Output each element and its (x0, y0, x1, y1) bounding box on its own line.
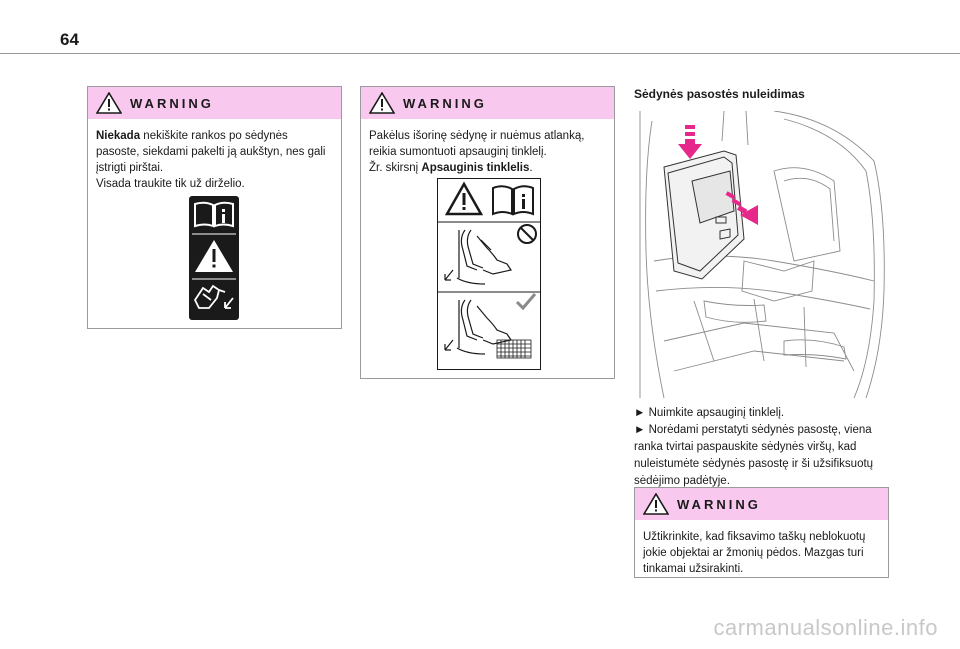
instruction-step-1: ► Nuimkite apsauginį tinklelį. (634, 407, 785, 419)
warning-title: WARNING (403, 95, 487, 111)
pictogram-safety-net (437, 178, 541, 370)
warning-triangle-icon (444, 181, 484, 216)
folded-seat-cushion (663, 150, 745, 280)
warning-triangle-icon (195, 240, 233, 272)
warning-box-finger-trap: WARNING Niekada nekiškite rankos po sėdy… (87, 86, 342, 329)
warning-triangle-icon (96, 92, 122, 114)
manual-book-icon (492, 185, 534, 216)
warning-header: WARNING (88, 87, 341, 119)
warning-text: Pakėlus išorinę sėdynę ir nuėmus atlanką… (361, 119, 614, 176)
warning-triangle-icon (369, 92, 395, 114)
warning-header: WARNING (635, 488, 888, 520)
warning-title: WARNING (130, 95, 214, 111)
warning-text-2-suffix: . (529, 162, 533, 174)
check-icon (515, 293, 537, 311)
warning-header: WARNING (361, 87, 614, 119)
pictogram-finger-trap (189, 196, 239, 320)
warning-text-2-bold: Apsauginis tinklelis (421, 162, 530, 174)
section-title: Sėdynės pasostės nuleidimas (634, 87, 805, 101)
warning-text-2-prefix: Žr. skirsnį (369, 162, 422, 174)
no-entry-icon (517, 224, 537, 244)
warning-box-locking: WARNING Užtikrinkite, kad fiksavimo tašk… (634, 487, 889, 578)
instruction-step-2: ► Norėdami perstatyti sėdynės pasostę, v… (634, 424, 874, 487)
warning-title: WARNING (677, 496, 761, 512)
warning-text: Niekada nekiškite rankos po sėdynės paso… (88, 119, 341, 192)
warning-text: Užtikrinkite, kad fiksavimo taškų neblok… (643, 531, 866, 575)
page-number: 64 (60, 30, 79, 49)
warning-bold-lead: Niekada (96, 130, 141, 142)
instructions: ► Nuimkite apsauginį tinklelį. ► Norėdam… (634, 405, 890, 490)
safety-net-grid (496, 339, 532, 359)
warning-triangle-icon (643, 493, 669, 515)
lower-cushion-arrow-icon (725, 191, 758, 225)
push-down-arrow-icon (678, 125, 702, 159)
header-rule (0, 53, 960, 54)
warning-text-1: nekiškite rankos po sėdynės pasoste, sie… (96, 130, 326, 174)
watermark: carmanualsonline.info (713, 615, 938, 640)
hand-pinch-icon (193, 284, 234, 309)
seat-lowering-illustration (634, 111, 888, 398)
seat-without-net-drawing (444, 229, 512, 285)
warning-text-2: Visada traukite tik už dirželio. (96, 178, 245, 190)
warning-text-1: Pakėlus išorinę sėdynę ir nuėmus atlanką… (369, 130, 585, 158)
manual-book-icon (194, 201, 234, 228)
seat-with-net-drawing (444, 299, 512, 355)
warning-box-safety-net: WARNING Pakėlus išorinę sėdynę ir nuėmus… (360, 86, 615, 379)
